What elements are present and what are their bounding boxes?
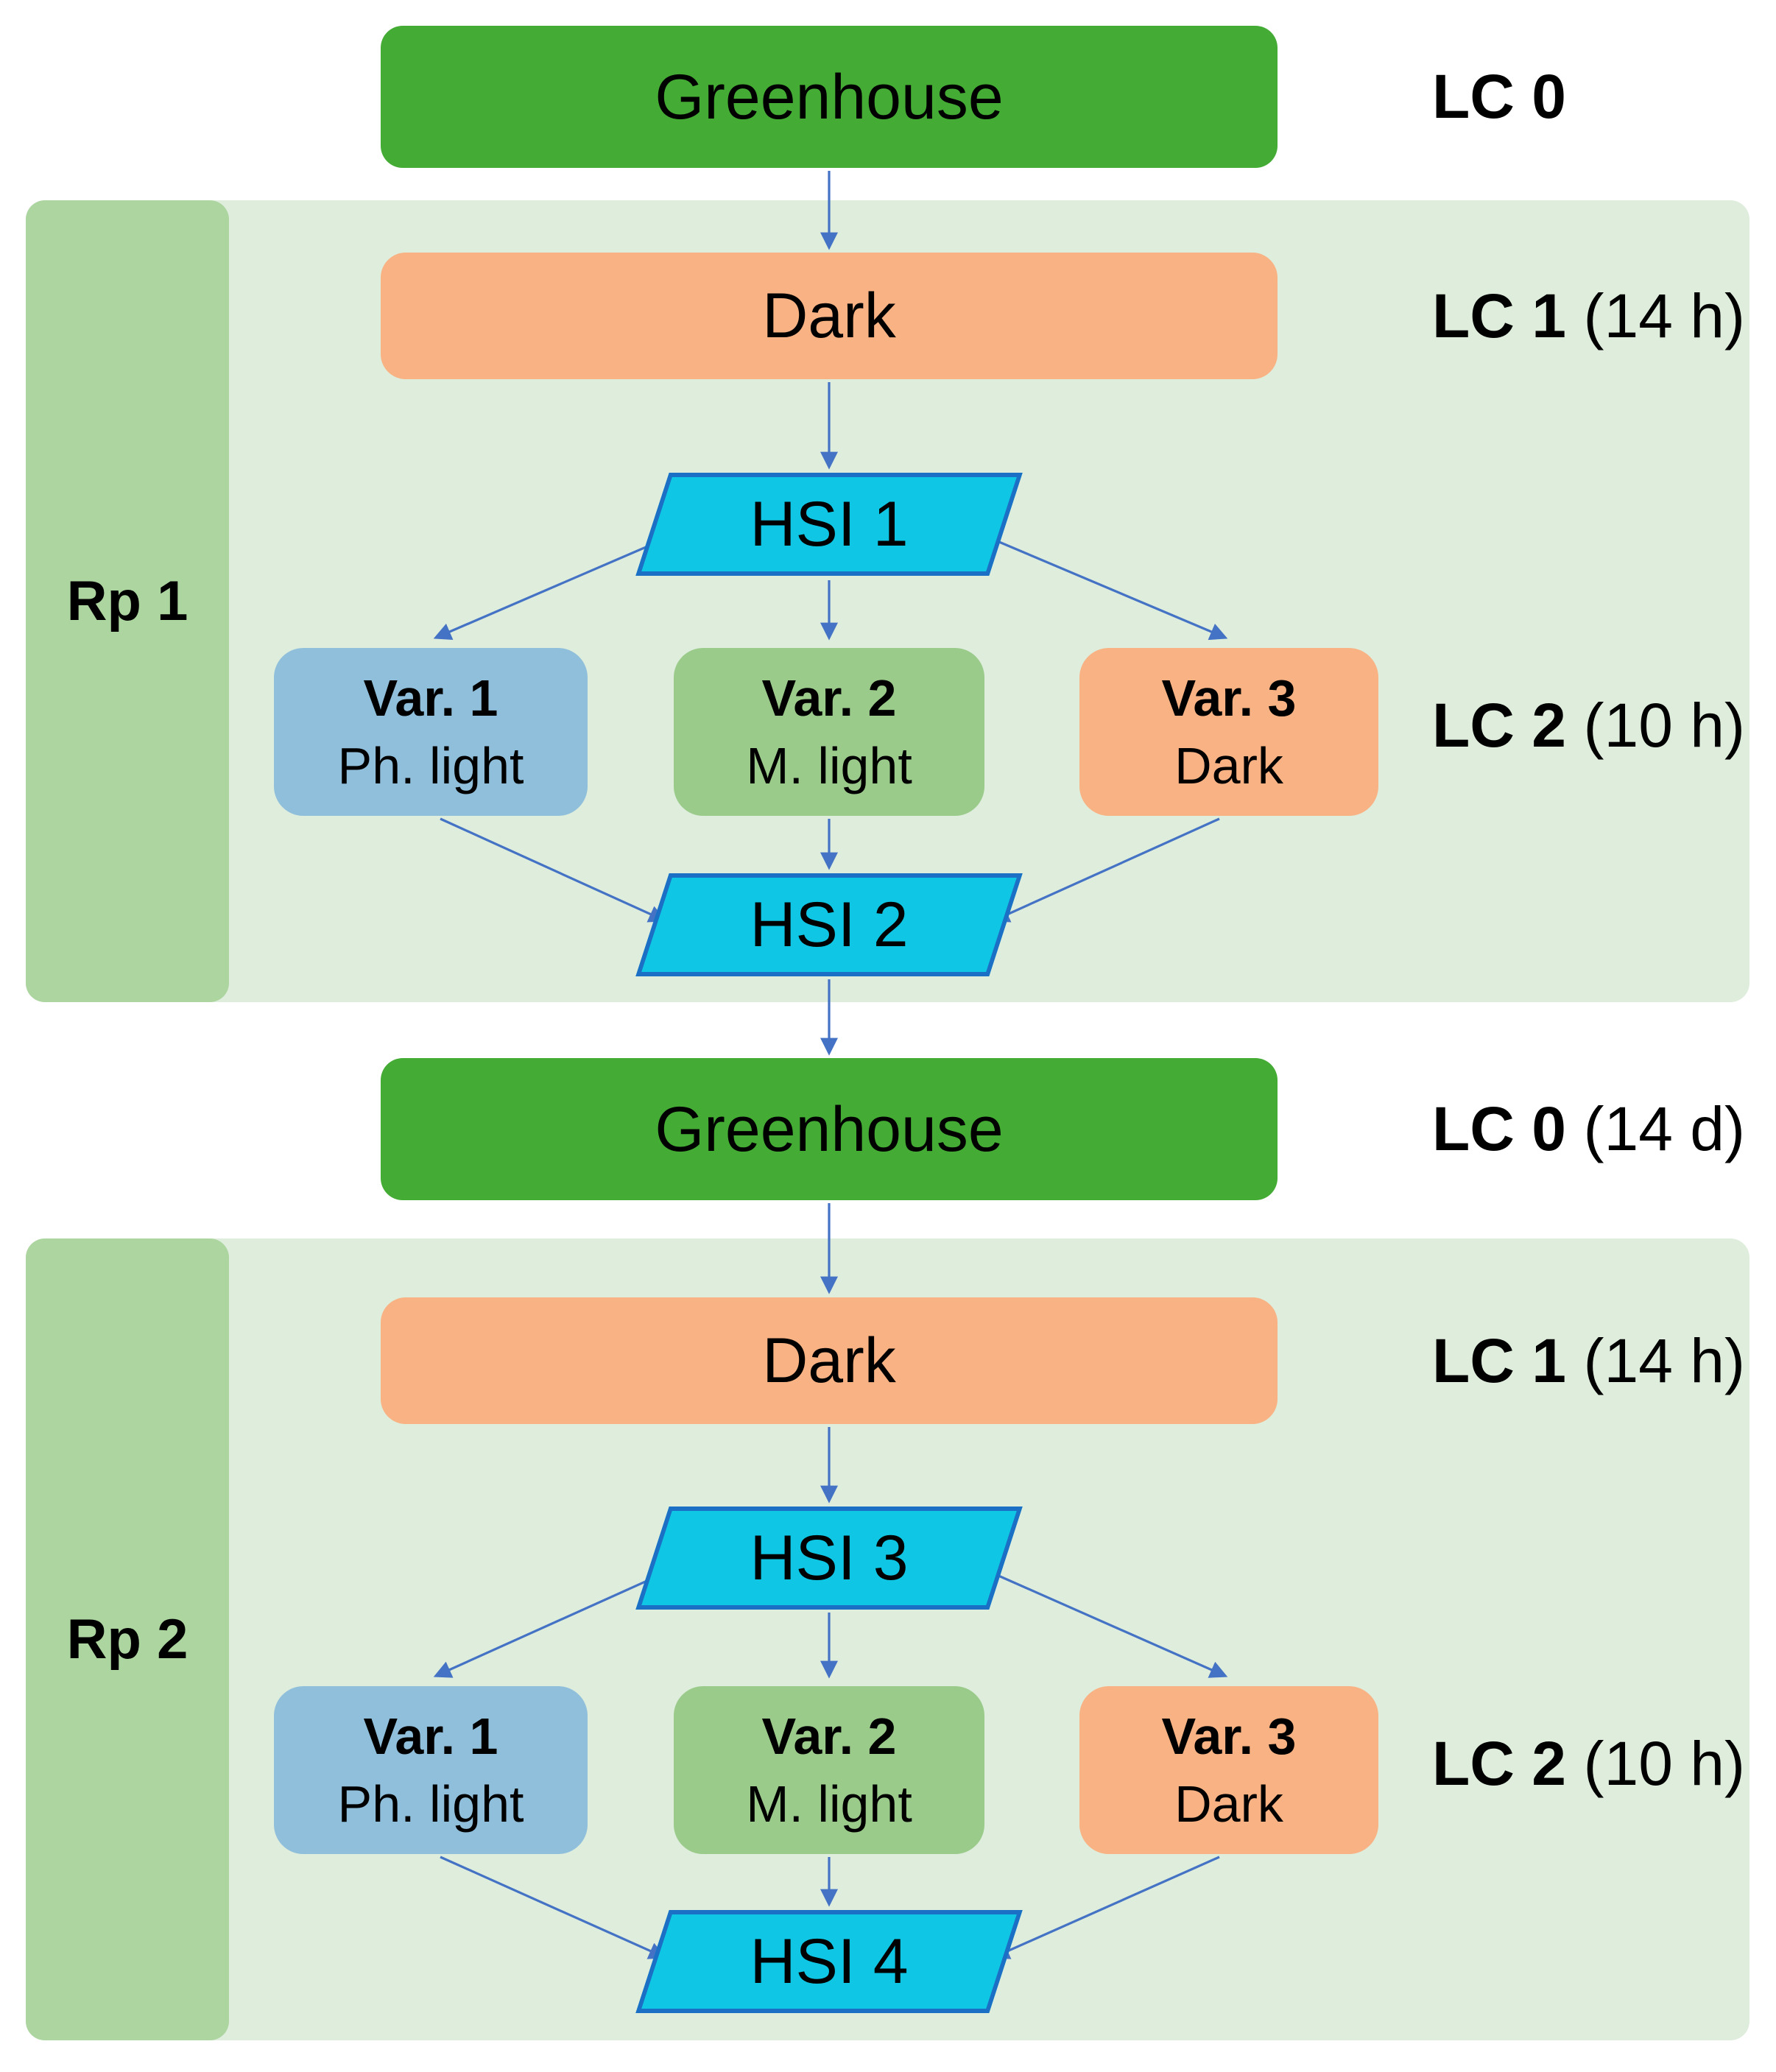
dark-box-rp1: Dark (381, 253, 1278, 379)
rp2-sidebar: Rp 2 (26, 1238, 229, 2040)
hsi3-parallelogram: HSI 3 (635, 1507, 1023, 1610)
greenhouse-box-top-label: Greenhouse (655, 61, 1004, 133)
rp1-sidebar: Rp 1 (26, 200, 229, 1002)
var1-box-rp2: Var. 1 Ph. light (274, 1686, 588, 1854)
var2-box-rp1: Var. 2 M. light (674, 648, 984, 816)
hsi4-label: HSI 4 (750, 1926, 909, 1997)
greenhouse-box-mid-label: Greenhouse (655, 1093, 1004, 1165)
lc2-label-rp2: LC 2 (10 h) (1432, 1728, 1745, 1798)
rp2-label: Rp 2 (66, 1608, 188, 1671)
dark-box-rp2: Dark (381, 1297, 1278, 1424)
dark-box-rp2-label: Dark (762, 1325, 896, 1396)
hsi2-parallelogram: HSI 2 (635, 873, 1023, 976)
hsi4-parallelogram: HSI 4 (635, 1910, 1023, 2013)
hsi2-label: HSI 2 (750, 889, 909, 960)
var3-box-rp1: Var. 3 Dark (1079, 648, 1378, 816)
lc2-label-rp1: LC 2 (10 h) (1432, 690, 1745, 760)
var1-box-rp1: Var. 1 Ph. light (274, 648, 588, 816)
lc1-label-rp1: LC 1 (14 h) (1432, 281, 1745, 350)
hsi1-parallelogram: HSI 1 (635, 473, 1023, 576)
rp1-label: Rp 1 (66, 570, 188, 632)
lc1-label-rp2: LC 1 (14 h) (1432, 1325, 1745, 1395)
lc0-label: LC 0 (1432, 61, 1567, 131)
hsi1-label: HSI 1 (750, 489, 909, 560)
hsi3-label: HSI 3 (750, 1523, 909, 1593)
var3-box-rp2: Var. 3 Dark (1079, 1686, 1378, 1854)
dark-box-rp1-label: Dark (762, 281, 896, 351)
greenhouse-box-mid: Greenhouse (381, 1058, 1278, 1200)
var2-box-rp2: Var. 2 M. light (674, 1686, 984, 1854)
greenhouse-box-top: Greenhouse (381, 26, 1278, 168)
lc0-14d-label: LC 0 (14 d) (1432, 1093, 1745, 1163)
